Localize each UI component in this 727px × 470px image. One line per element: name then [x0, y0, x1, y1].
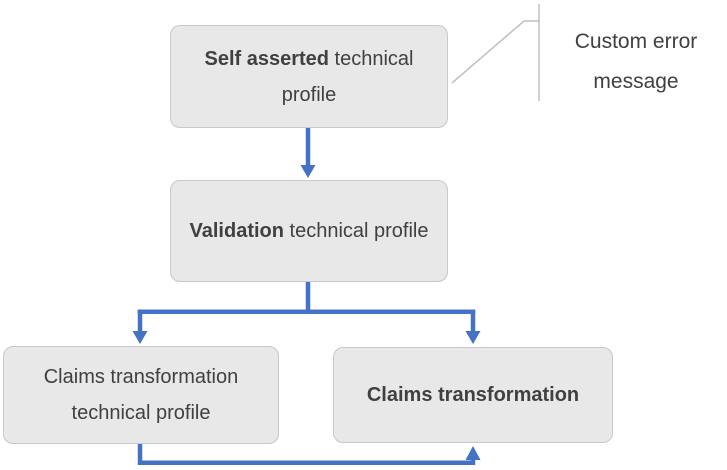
- node-self-asserted-technical-profile: Self asserted technical profile: [170, 25, 448, 128]
- node-claims-transformation: Claims transformation: [333, 347, 613, 443]
- node-label: Validation technical profile: [190, 213, 429, 249]
- arrow-self-asserted-to-validation: [300, 128, 316, 178]
- node-label-bold: Validation: [189, 220, 284, 242]
- branch-connector: [132, 282, 481, 344]
- node-label-regular: Claims transformation technical profile: [43, 366, 239, 424]
- node-label-regular: technical profile: [283, 220, 429, 242]
- node-validation-technical-profile: Validation technical profile: [170, 180, 448, 282]
- branch-right-arrow-head: [465, 331, 481, 344]
- node-label-bold: Claims transformation: [366, 384, 580, 406]
- node-label: Claims transformation: [367, 377, 579, 413]
- node-label: Self asserted technical profile: [185, 41, 433, 113]
- node-label: Claims transformation technical profile: [18, 359, 264, 431]
- callout-leader-line: [451, 20, 539, 84]
- bottom-arrow-head-up: [465, 446, 481, 460]
- bottom-connector-path: [137, 444, 476, 465]
- arrow-head-down: [300, 165, 316, 178]
- node-label-regular: technical profile: [281, 47, 414, 106]
- callout-label: Custom error message: [574, 30, 698, 93]
- branch-left-arrow-head: [132, 331, 148, 344]
- node-label-bold: Self asserted: [204, 47, 329, 70]
- bottom-connector: [137, 444, 481, 465]
- node-claims-transformation-technical-profile: Claims transformation technical profile: [3, 346, 279, 444]
- callout-connector: [451, 4, 540, 101]
